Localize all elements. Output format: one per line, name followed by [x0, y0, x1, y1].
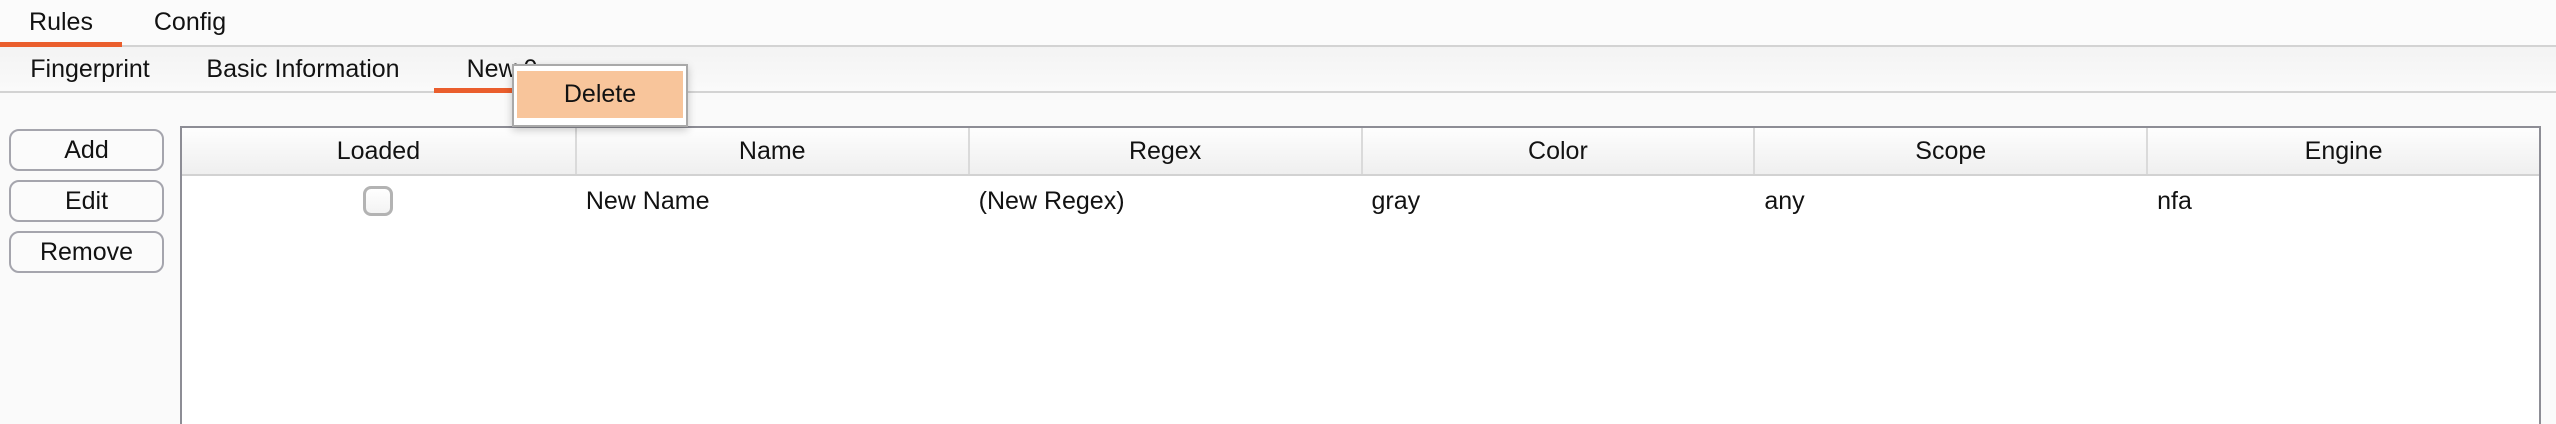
cell-color[interactable]: gray — [1371, 186, 1421, 215]
table-header-row: Loaded Name Regex Color Scope Engine — [182, 128, 2539, 176]
column-header-engine[interactable]: Engine — [2146, 128, 2539, 174]
column-header-regex[interactable]: Regex — [967, 128, 1361, 174]
tab-config-label: Config — [153, 8, 227, 36]
cell-regex[interactable]: (New Regex) — [978, 186, 1125, 215]
menu-item-delete[interactable]: Delete — [517, 71, 683, 118]
context-menu: Delete — [512, 64, 688, 127]
tab-rules-label: Rules — [29, 8, 93, 36]
loaded-checkbox[interactable] — [363, 186, 394, 216]
tab-basic-information[interactable]: Basic Information — [172, 47, 434, 91]
cell-name[interactable]: New Name — [585, 186, 710, 215]
cell-scope[interactable]: any — [1764, 186, 1805, 215]
cell-loaded — [182, 176, 575, 226]
tab-config[interactable]: Config — [122, 0, 258, 45]
tab-rules[interactable]: Rules — [0, 0, 122, 47]
edit-button[interactable]: Edit — [9, 180, 164, 222]
tab-fingerprint-label: Fingerprint — [30, 54, 150, 83]
tab-fingerprint[interactable]: Fingerprint — [8, 47, 172, 91]
column-header-name[interactable]: Name — [574, 128, 968, 174]
cell-engine[interactable]: nfa — [2157, 186, 2192, 215]
secondary-tab-bar: Fingerprint Basic Information New 0 — [0, 47, 2556, 93]
column-header-color[interactable]: Color — [1360, 128, 1754, 174]
remove-button[interactable]: Remove — [9, 231, 164, 273]
column-header-loaded[interactable]: Loaded — [336, 136, 421, 165]
add-button[interactable]: Add — [9, 129, 164, 171]
rules-table: Loaded Name Regex Color Scope Engine New… — [180, 126, 2541, 424]
table-row[interactable]: New Name (New Regex) gray any nfa — [182, 176, 2539, 226]
primary-tab-bar: Rules Config — [0, 0, 2556, 47]
column-header-scope[interactable]: Scope — [1753, 128, 2146, 174]
tab-basic-information-label: Basic Information — [206, 54, 400, 83]
